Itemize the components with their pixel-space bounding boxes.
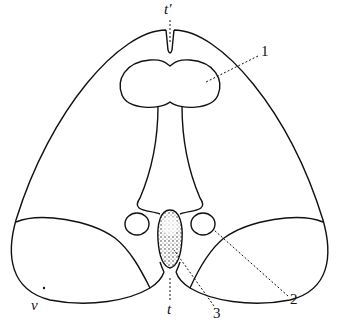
callout-label: 1 <box>260 44 270 59</box>
callout-label: t <box>166 302 172 317</box>
callout-label: 2 <box>289 292 299 307</box>
callout-label: 3 <box>212 306 222 321</box>
callout-label: t' <box>163 2 172 17</box>
callout-label: v <box>30 298 39 313</box>
